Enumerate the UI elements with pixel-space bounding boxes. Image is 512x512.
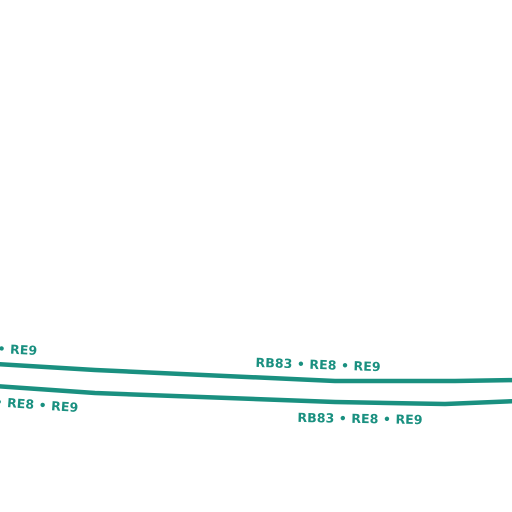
route-label-lower-left: RB83 • RE8 • RE9 — [0, 391, 79, 415]
rail-line-upper[interactable] — [0, 362, 512, 384]
rail-line-lower[interactable] — [0, 384, 512, 407]
route-label-lower-center: RB83 • RE8 • RE9 — [297, 410, 423, 427]
route-label-upper-center: RB83 • RE8 • RE9 — [255, 355, 381, 374]
route-label-upper-left: RB83 • RE8 • RE9 — [0, 336, 38, 358]
